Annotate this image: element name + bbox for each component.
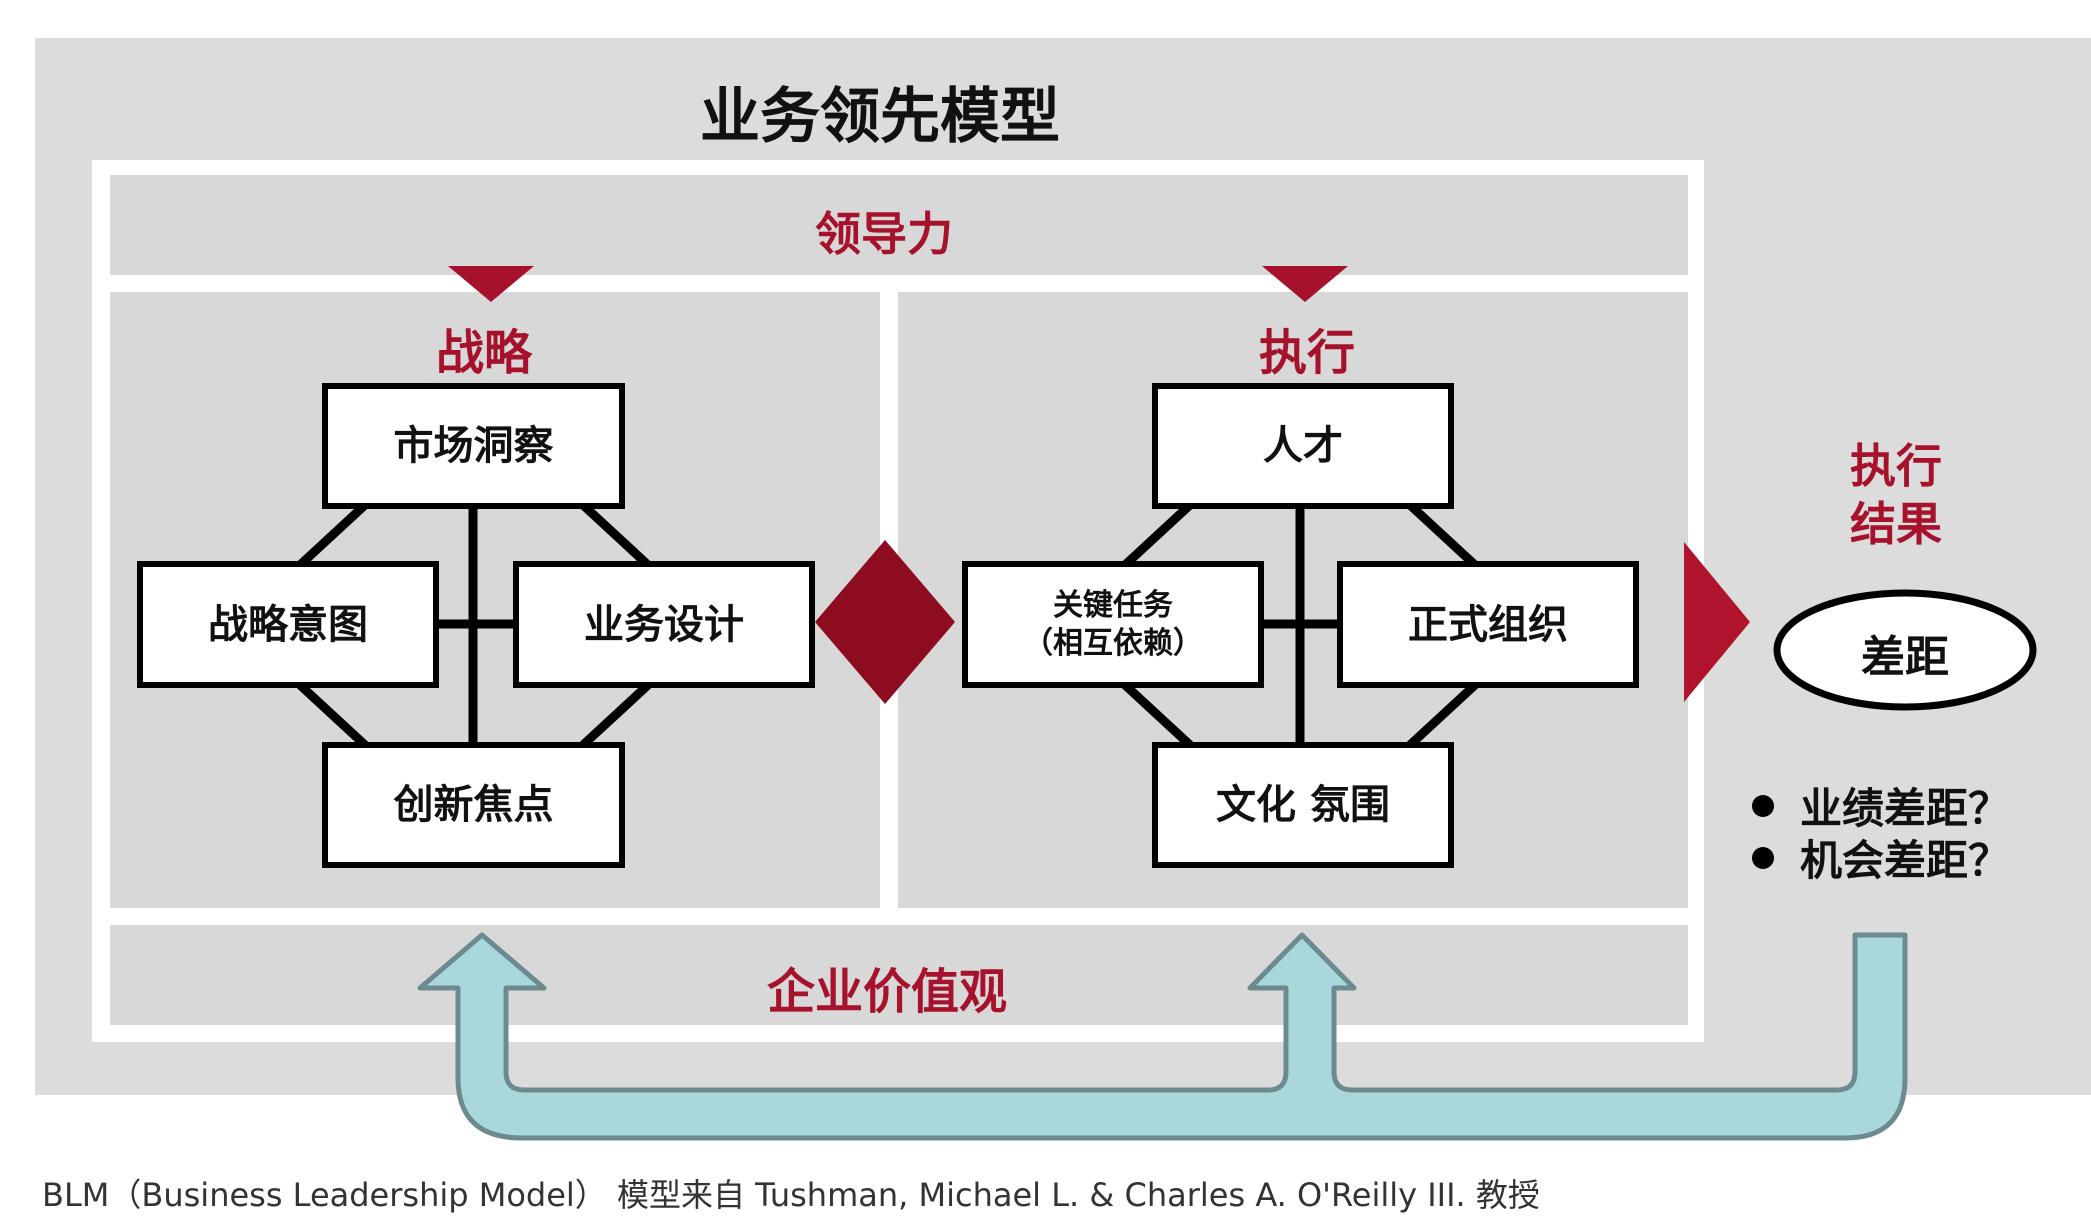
strategic-intent-label: 战略意图 bbox=[208, 600, 368, 648]
formal-org-box: 正式组织 bbox=[1337, 561, 1639, 688]
result-label-line2: 结果 bbox=[1850, 497, 1942, 551]
gap-label: 差距 bbox=[1861, 632, 1949, 683]
leadership-label: 领导力 bbox=[815, 207, 953, 261]
business-design-box: 业务设计 bbox=[513, 561, 815, 688]
culture-label: 文化 氛围 bbox=[1216, 781, 1390, 828]
values-label: 企业价值观 bbox=[767, 964, 1008, 1020]
result-label: 执行 结果 bbox=[1850, 437, 1942, 553]
key-tasks-label: 关键任务 bbox=[1053, 588, 1173, 623]
strategic-intent-box: 战略意图 bbox=[137, 561, 439, 688]
gap-ellipse bbox=[1773, 589, 2037, 711]
strategy-label: 战略 bbox=[436, 325, 533, 381]
leadership-arrow-execution bbox=[1262, 266, 1348, 302]
talent-label: 人才 bbox=[1263, 422, 1343, 469]
bullet-opportunity-gap: 机会差距？ bbox=[1752, 827, 2010, 888]
innovation-focus-box: 创新焦点 bbox=[322, 742, 625, 868]
market-insight-box: 市场洞察 bbox=[322, 383, 625, 509]
source-caption: BLM（Business Leadership Model） 模型来自 Tush… bbox=[42, 1176, 1540, 1214]
values-band bbox=[110, 925, 1688, 1025]
result-arrow bbox=[1684, 542, 1750, 702]
bullet-performance-gap-text: 业绩差距？ bbox=[1800, 784, 2011, 833]
bullet-performance-gap: 业绩差距？ bbox=[1752, 775, 2010, 836]
formal-org-label: 正式组织 bbox=[1408, 600, 1568, 648]
key-tasks-sublabel: （相互依赖） bbox=[1023, 625, 1203, 661]
bullet-dot-icon bbox=[1752, 846, 1774, 869]
page-title: 业务领先模型 bbox=[700, 82, 1060, 152]
talent-box: 人才 bbox=[1152, 383, 1454, 509]
market-insight-label: 市场洞察 bbox=[393, 422, 554, 469]
innovation-focus-label: 创新焦点 bbox=[393, 781, 554, 828]
culture-box: 文化 氛围 bbox=[1152, 742, 1454, 868]
leadership-band bbox=[110, 175, 1688, 275]
bullet-opportunity-gap-text: 机会差距？ bbox=[1800, 836, 2011, 885]
key-tasks-box: 关键任务 （相互依赖） bbox=[962, 561, 1264, 688]
execution-connectors bbox=[1121, 495, 1479, 752]
business-design-label: 业务设计 bbox=[584, 600, 744, 648]
result-label-line1: 执行 bbox=[1850, 439, 1942, 493]
bullet-dot-icon bbox=[1752, 794, 1774, 817]
leadership-arrow-strategy bbox=[448, 266, 534, 302]
center-diamond bbox=[815, 540, 955, 704]
execution-label: 执行 bbox=[1259, 325, 1356, 381]
feedback-loop-arrow bbox=[417, 932, 1908, 1141]
strategy-connectors bbox=[296, 495, 652, 752]
